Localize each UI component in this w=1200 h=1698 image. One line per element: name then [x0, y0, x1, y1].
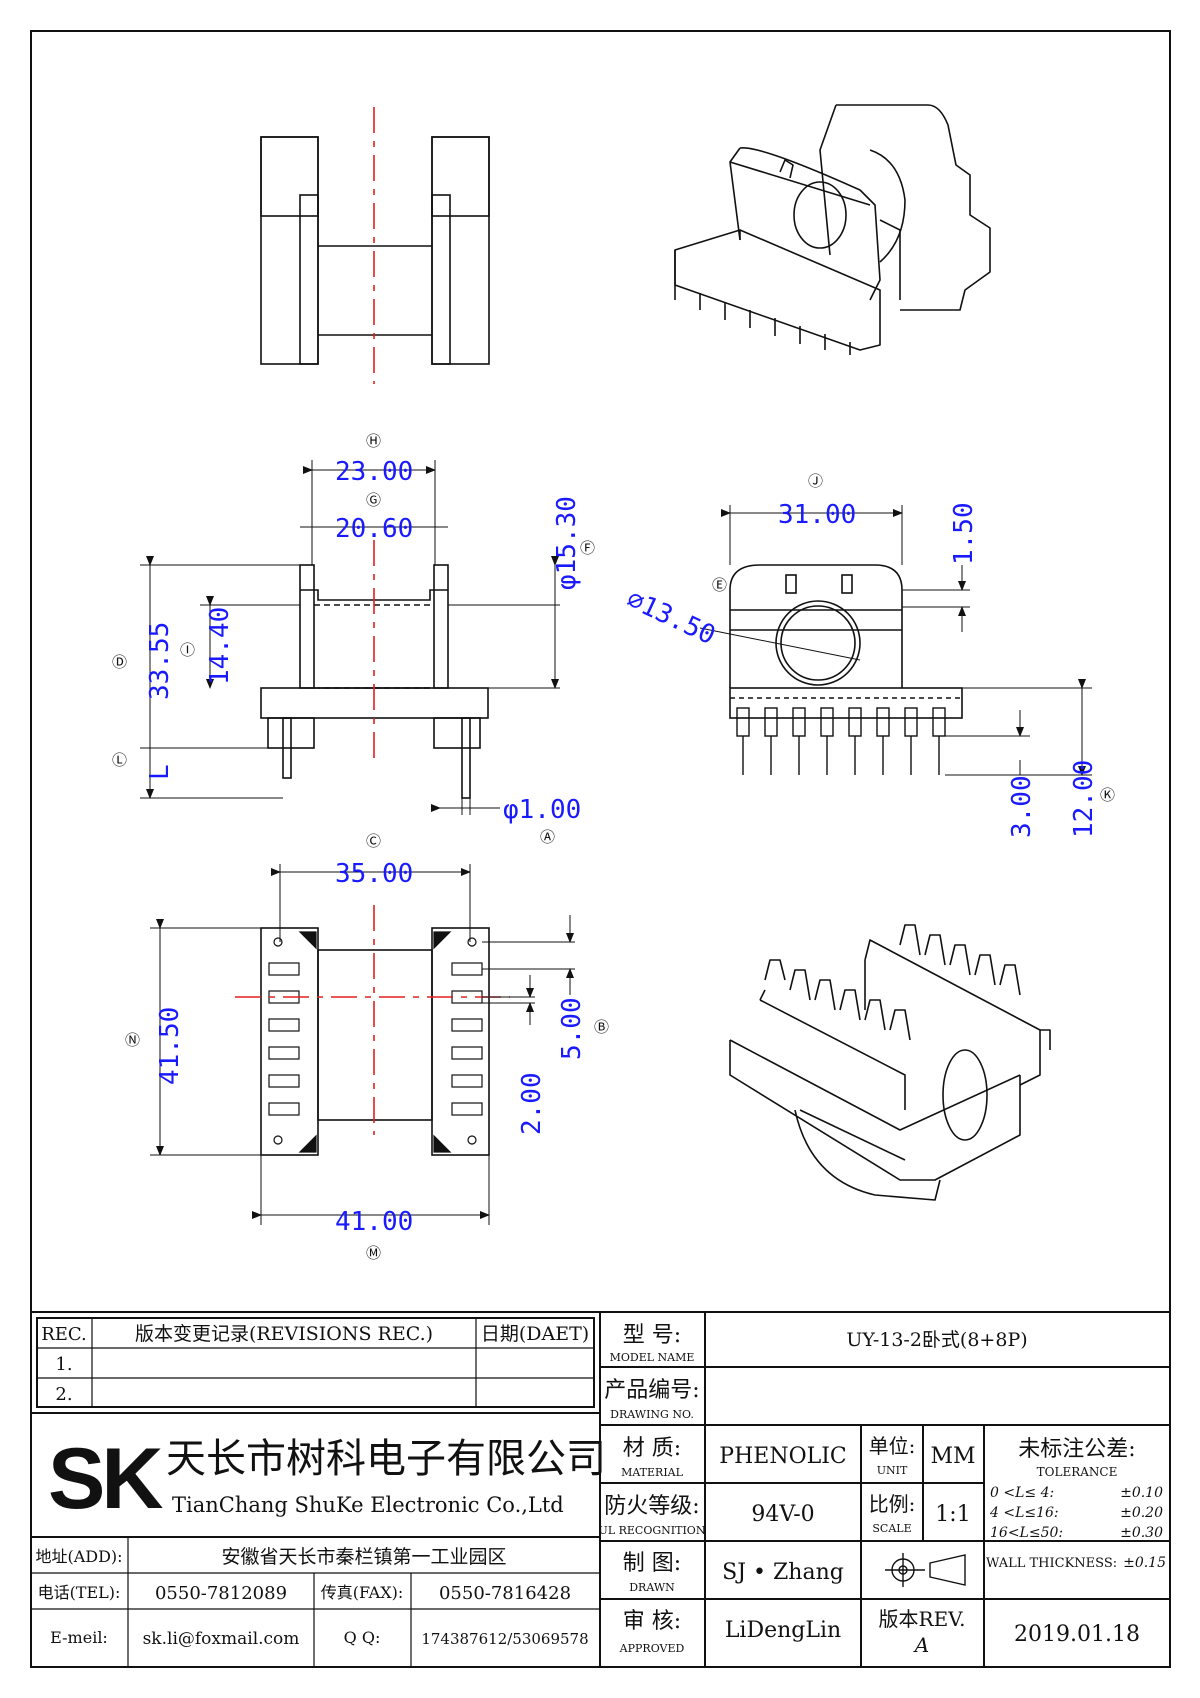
view-side	[729, 564, 963, 719]
dims-side	[699, 505, 1092, 776]
model-value: UY-13-2卧式(8+8P)	[846, 1329, 1027, 1351]
material-label-en: MATERIAL	[621, 1466, 684, 1479]
drawing-label-cn: 产品编号:	[604, 1378, 699, 1403]
date-value: 2019.01.18	[1014, 1622, 1140, 1647]
title-block-grid	[31, 1311, 1170, 1667]
tolerance-value-3: ±0.30	[1120, 1525, 1163, 1541]
callout-e: Ⓔ	[712, 576, 727, 594]
model-label-cn: 型 号:	[623, 1323, 681, 1348]
company-logo: SK	[48, 1431, 163, 1527]
qq-label: Q Q:	[344, 1628, 381, 1647]
mail-value: sk.li@foxmail.com	[143, 1629, 300, 1649]
callout-k: Ⓚ	[1100, 786, 1115, 804]
view-side-top	[260, 136, 490, 365]
dim-f: φ15.30	[552, 496, 582, 590]
view-iso-top	[674, 104, 991, 355]
callout-f: Ⓕ	[580, 539, 595, 557]
tolerance-range-4: WALL THICKNESS:	[986, 1556, 1117, 1571]
rev-label: 版本REV.	[879, 1607, 966, 1631]
tolerance-value-4: ±0.15	[1123, 1555, 1166, 1571]
mail-label: E-meil:	[50, 1628, 108, 1647]
addr-value: 安徽省天长市秦栏镇第一工业园区	[221, 1546, 506, 1568]
tel-value: 0550-7812089	[155, 1583, 287, 1604]
callout-a: Ⓐ	[540, 828, 555, 846]
addr-label: 地址(ADD):	[35, 1547, 122, 1566]
rev-value: A	[913, 1633, 929, 1657]
ul-value: 94V-0	[751, 1502, 814, 1527]
projection-symbol-icon	[885, 1553, 966, 1587]
rev-col-title: 版本变更记录(REVISIONS REC.)	[135, 1323, 433, 1345]
rev-row-2: 2.	[55, 1384, 72, 1405]
callout-m: Ⓜ	[366, 1244, 381, 1262]
drawn-label-en: DRAWN	[629, 1581, 675, 1594]
callout-i: Ⓘ	[180, 641, 195, 659]
callout-l: Ⓛ	[112, 751, 127, 769]
drawn-label-cn: 制 图:	[623, 1551, 681, 1576]
ul-label-en: UL RECOGNITION	[599, 1524, 706, 1537]
dim-b: 5.00	[557, 997, 587, 1060]
bottom-centerlines	[235, 905, 510, 1135]
material-value: PHENOLIC	[719, 1444, 846, 1469]
material-label-cn: 材 质:	[623, 1436, 681, 1461]
dim-m: 41.00	[335, 1207, 413, 1237]
drawn-value: SJ • Zhang	[722, 1560, 844, 1585]
callout-j: Ⓙ	[808, 472, 823, 490]
fax-value: 0550-7816428	[439, 1583, 571, 1604]
tolerance-value-2: ±0.20	[1120, 1505, 1163, 1521]
dim-h: 23.00	[335, 457, 413, 487]
rev-row-1: 1.	[55, 1354, 72, 1375]
callout-c: Ⓒ	[366, 832, 381, 850]
callout-d: Ⓓ	[112, 653, 127, 671]
dim-g: 20.60	[335, 514, 413, 544]
tolerance-value-1: ±0.10	[1120, 1485, 1163, 1501]
dim-e: ∅13.50	[622, 584, 720, 651]
dim-k1: 3.00	[1007, 775, 1037, 838]
tolerance-range-2: 4 <L≤16:	[989, 1505, 1059, 1521]
qq-value: 174387612/53069578	[421, 1630, 588, 1648]
drawing-label-en: DRAWING NO.	[610, 1408, 694, 1421]
unit-label-cn: 单位:	[869, 1434, 916, 1458]
model-label-en: MODEL NAME	[610, 1351, 695, 1364]
scale-label-cn: 比例:	[869, 1492, 916, 1516]
tolerance-title-en: TOLERANCE	[1037, 1465, 1118, 1479]
callout-h: Ⓗ	[366, 432, 381, 450]
dim-j-gap: 1.50	[949, 502, 979, 565]
unit-value: MM	[930, 1444, 975, 1469]
view-bottom	[260, 927, 490, 1156]
side-pins	[736, 707, 946, 775]
company-name-cn: 天长市树科电子有限公司	[166, 1436, 606, 1482]
approved-value: LiDengLin	[725, 1618, 841, 1643]
dim-k2: 12.00	[1069, 760, 1099, 838]
dim-j: 31.00	[778, 500, 856, 530]
scale-value: 1:1	[935, 1502, 970, 1527]
dim-d: 33.55	[145, 622, 175, 700]
view-iso-bottom	[729, 924, 1051, 1201]
tel-label: 电话(TEL):	[38, 1583, 121, 1602]
company-name-en: TianChang ShuKe Electronic Co.,Ltd	[172, 1493, 564, 1517]
dims-front	[140, 460, 560, 815]
callout-b: Ⓑ	[594, 1018, 609, 1036]
dim-l: L	[145, 764, 175, 780]
rev-col-rec: REC.	[41, 1324, 87, 1345]
tolerance-range-3: 16<L≤50:	[990, 1525, 1063, 1541]
unit-label-en: UNIT	[877, 1464, 908, 1477]
approved-label-en: APPROVED	[619, 1642, 685, 1655]
callout-n: Ⓝ	[125, 1031, 140, 1049]
dims-bottom	[150, 864, 575, 1225]
rev-col-date: 日期(DAET)	[481, 1323, 589, 1345]
fax-label: 传真(FAX):	[321, 1583, 404, 1602]
scale-label-en: SCALE	[872, 1522, 911, 1535]
bottom-pins	[268, 931, 483, 1153]
dim-i: 14.40	[205, 607, 235, 685]
approved-label-cn: 审 核:	[623, 1609, 681, 1634]
tolerance-range-1: 0 <L≤ 4:	[990, 1485, 1054, 1501]
dim-c: 35.00	[335, 859, 413, 889]
ul-label-cn: 防火等级:	[604, 1494, 699, 1519]
dim-n: 41.50	[155, 1007, 185, 1085]
dim-b2: 2.00	[517, 1072, 547, 1135]
callout-g: Ⓖ	[366, 491, 381, 509]
dim-a: φ1.00	[503, 795, 581, 825]
tolerance-title-cn: 未标注公差:	[1018, 1437, 1135, 1462]
